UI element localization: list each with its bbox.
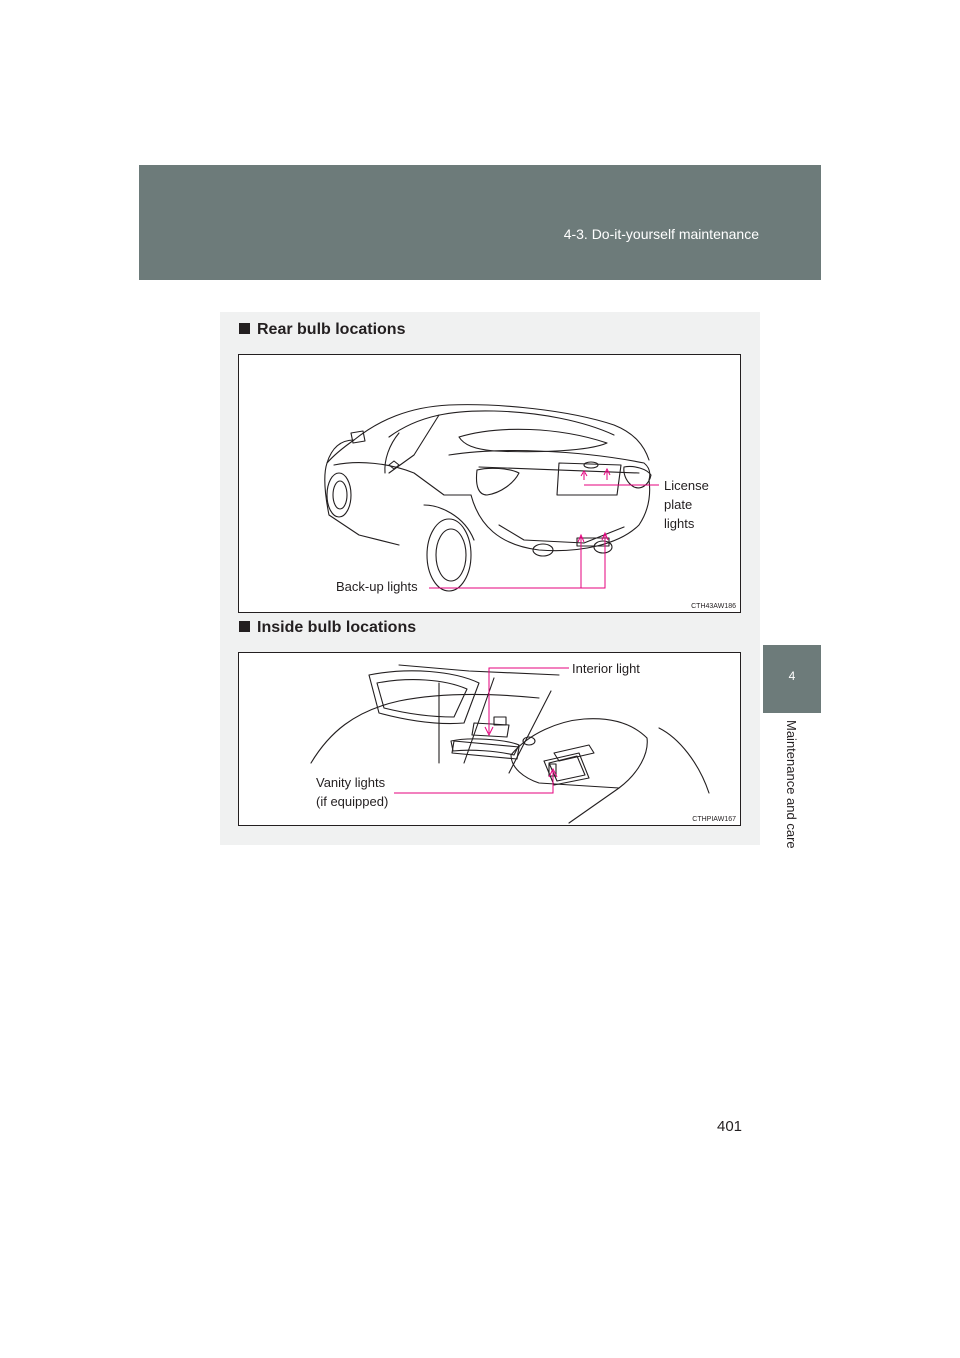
license-label-line2: plate bbox=[664, 497, 693, 512]
license-plate-lights-label: License plate lights bbox=[664, 476, 709, 533]
vanity-label-line1: Vanity lights bbox=[316, 775, 386, 790]
inside-heading-text: Inside bulb locations bbox=[257, 619, 417, 636]
rear-heading: Rear bulb locations bbox=[239, 321, 405, 339]
chapter-tab: 4 bbox=[763, 645, 821, 713]
inside-heading: Inside bulb locations bbox=[239, 619, 416, 637]
page-number: 401 bbox=[717, 1118, 743, 1135]
vanity-label-line2: (if equipped) bbox=[316, 794, 389, 809]
license-label-line1: License bbox=[664, 478, 709, 493]
interior-light-label: Interior light bbox=[572, 661, 640, 676]
inside-bulb-figure: Interior light Vanity lights (if equippe… bbox=[238, 652, 741, 826]
rear-heading-text: Rear bulb locations bbox=[257, 321, 406, 338]
vanity-lights-label: Vanity lights (if equipped) bbox=[316, 773, 388, 811]
chapter-label-text: Maintenance and care bbox=[784, 720, 799, 849]
page-header: 4-3. Do-it-yourself maintenance bbox=[139, 165, 821, 280]
section-title: 4-3. Do-it-yourself maintenance bbox=[563, 226, 759, 242]
square-bullet-icon bbox=[239, 323, 250, 334]
chapter-number: 4 bbox=[788, 669, 796, 683]
license-label-line3: lights bbox=[664, 516, 695, 531]
inside-figure-code: CTHPIAW167 bbox=[692, 816, 736, 823]
square-bullet-icon bbox=[239, 621, 250, 632]
rear-bulb-figure: License plate lights Back-up lights CTH4… bbox=[238, 354, 741, 613]
backup-lights-label: Back-up lights bbox=[336, 579, 418, 594]
chapter-label: Maintenance and care bbox=[783, 720, 803, 870]
rear-figure-code: CTH43AW186 bbox=[691, 603, 736, 610]
interior-illustration bbox=[310, 664, 710, 824]
rear-car-illustration bbox=[324, 404, 659, 592]
